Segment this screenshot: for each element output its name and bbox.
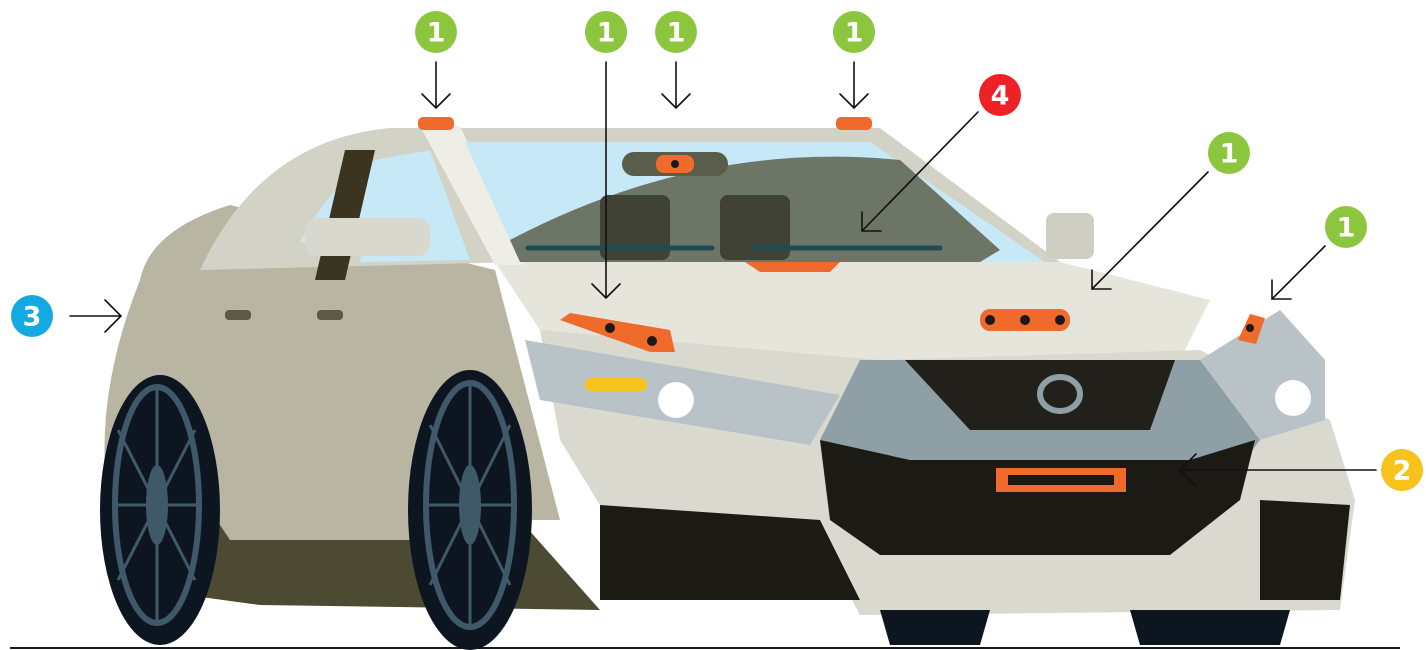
windshield-sensor-bar <box>745 262 840 272</box>
front-wheel <box>408 370 532 650</box>
side-mirror-right <box>1046 213 1094 259</box>
marker-circle <box>11 295 53 337</box>
a-pillar <box>420 126 525 265</box>
marker-label: 1 <box>1337 213 1356 244</box>
logo-ring <box>1037 374 1083 414</box>
marker-circle <box>833 11 875 53</box>
side-mirror-left <box>305 218 430 256</box>
marker-label: 1 <box>597 18 616 49</box>
fender-camera-left <box>560 313 675 352</box>
sensor-hardware <box>418 117 1265 492</box>
marker-circle <box>415 11 457 53</box>
rear-right-tyre <box>1130 610 1290 645</box>
arrow-roof-center <box>661 61 691 110</box>
sensor-marker: 1 <box>415 11 457 53</box>
sensor-marker: 1 <box>833 11 875 53</box>
fender-camera-left-lens-2 <box>647 336 657 346</box>
marker-label: 2 <box>1393 456 1412 487</box>
front-radar-slot <box>1008 475 1114 485</box>
arrow-front-radar <box>1178 453 1377 487</box>
sensor-marker: 1 <box>1325 206 1367 248</box>
sensor-marker: 4 <box>979 74 1021 116</box>
marker-label: 4 <box>991 81 1010 112</box>
marker-label: 1 <box>667 18 686 49</box>
roof-sensor-left <box>418 117 454 130</box>
interior-camera-lens <box>671 160 679 168</box>
sensor-marker: 1 <box>585 11 627 53</box>
door-handle-rear <box>225 310 251 320</box>
arrows <box>69 61 1377 487</box>
arrow-side <box>69 299 123 333</box>
hood-camera-lens-3 <box>1055 315 1065 325</box>
lower-grille <box>820 440 1255 555</box>
door-handle-front <box>317 310 343 320</box>
marker-circle <box>585 11 627 53</box>
sensor-marker: 1 <box>655 11 697 53</box>
arrow-roof-right <box>839 61 869 110</box>
headlamp-right <box>1275 380 1311 416</box>
arrow-fender-left <box>591 61 621 300</box>
hood-camera-lens-2 <box>1020 315 1030 325</box>
roof-sensor-right <box>836 117 872 130</box>
headlamp-left <box>658 382 694 418</box>
seat-left <box>600 195 670 260</box>
marker-label: 1 <box>427 18 446 49</box>
marker-label: 1 <box>1220 139 1239 170</box>
marker-label: 1 <box>845 18 864 49</box>
sensor-marker: 1 <box>1208 132 1250 174</box>
marker-circle <box>1381 449 1423 491</box>
marker-label: 3 <box>23 302 42 333</box>
fender-camera-right-lens <box>1246 324 1254 332</box>
sensor-marker: 2 <box>1381 449 1423 491</box>
marker-circle <box>1325 206 1367 248</box>
front-bumper-lower <box>600 505 860 600</box>
front-right-tyre <box>880 610 990 645</box>
seat-right <box>720 195 790 260</box>
arrow-hood <box>1091 171 1209 290</box>
arrow-roof-left <box>421 61 451 110</box>
front-bumper-right <box>1260 500 1350 600</box>
hood-camera-lens-1 <box>985 315 995 325</box>
marker-circle <box>1208 132 1250 174</box>
fender-camera-left-lens-1 <box>605 323 615 333</box>
car-illustration <box>100 126 1355 650</box>
rear-wheel <box>100 375 220 645</box>
marker-circle <box>655 11 697 53</box>
marker-circle <box>979 74 1021 116</box>
arrow-interior <box>861 111 979 232</box>
sensor-marker: 3 <box>11 295 53 337</box>
amber-light-left <box>585 378 647 391</box>
arrow-fender-right <box>1271 245 1326 300</box>
